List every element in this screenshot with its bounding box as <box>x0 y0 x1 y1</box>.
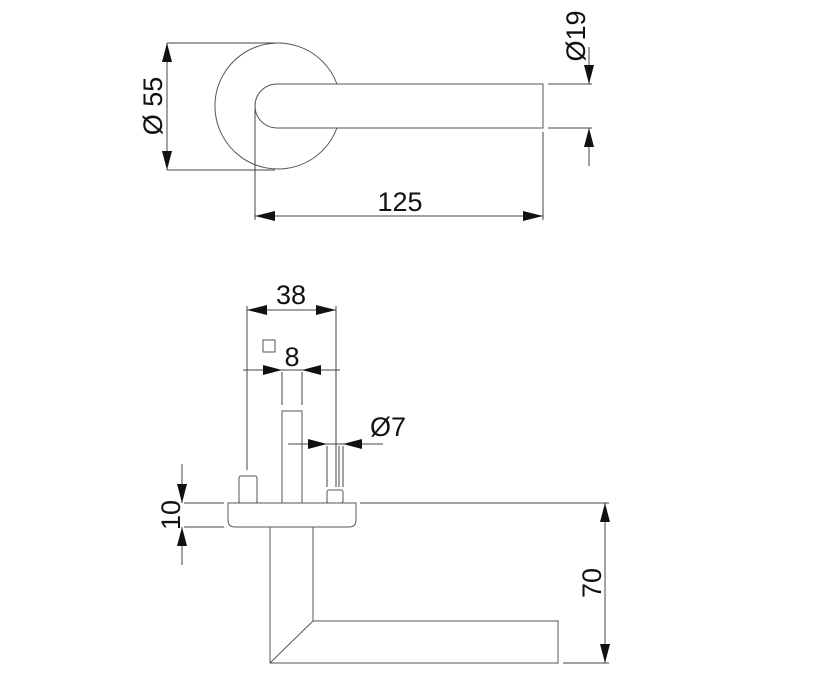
top-view: Ø 55 Ø19 125 <box>138 10 594 221</box>
rose-thickness-label: 10 <box>156 500 186 530</box>
side-view: 38 8 Ø7 10 70 <box>156 280 610 664</box>
square-symbol-icon <box>262 339 276 353</box>
spindle <box>281 410 303 504</box>
fixing-pin-right <box>326 489 344 504</box>
rose-plate <box>227 502 357 528</box>
lever-side-outline <box>269 527 559 664</box>
projection-label: 70 <box>577 568 607 598</box>
pin-diameter-label: Ø7 <box>370 412 406 442</box>
rose-diameter-label: Ø 55 <box>138 77 168 136</box>
pin-spacing-label: 38 <box>276 280 306 310</box>
lever-diameter-label: Ø19 <box>561 10 591 61</box>
lever-length-label: 125 <box>377 187 422 217</box>
rose-circle <box>214 42 338 170</box>
spindle-square-label: 8 <box>284 342 299 372</box>
lever-outline <box>254 83 544 129</box>
fixing-pin-left <box>238 475 258 504</box>
